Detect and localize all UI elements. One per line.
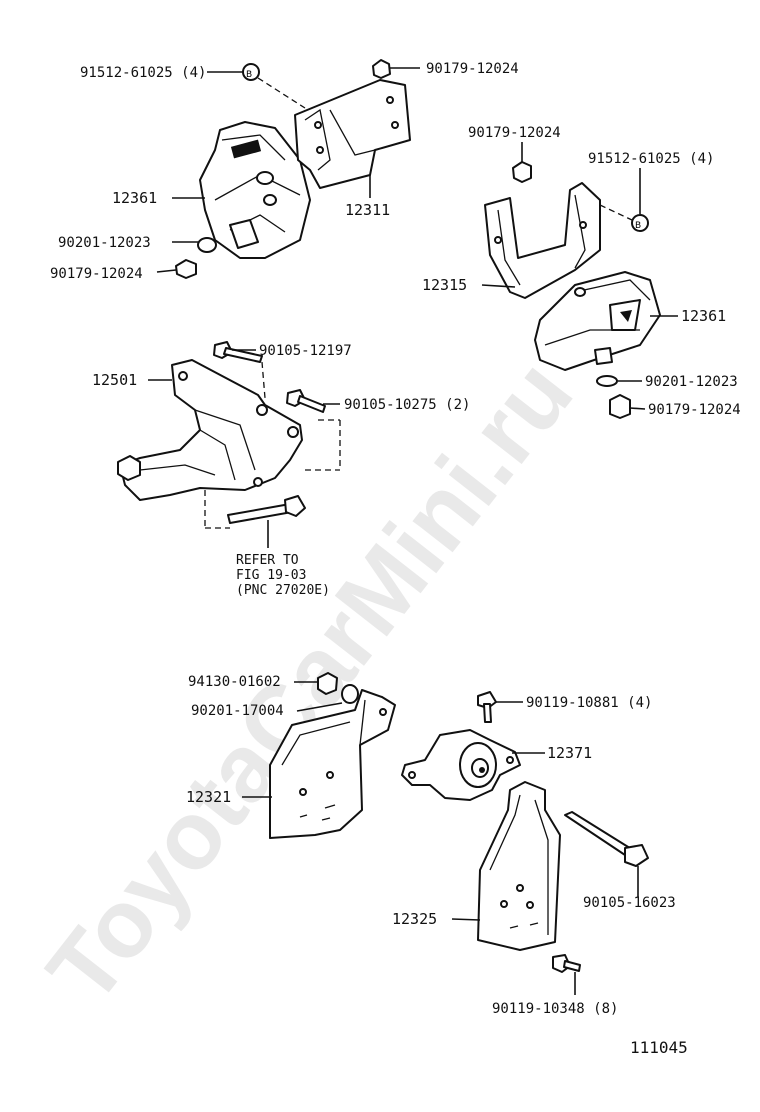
engine-mount-bracket-12311 <box>294 79 411 189</box>
callout-91512-61025-right: 91512-61025 (4) <box>588 151 714 167</box>
engine-mount-bracket-12315 <box>484 182 601 299</box>
washer-b-mark: B <box>635 221 641 231</box>
callout-94130-01602: 94130-01602 <box>188 674 281 690</box>
engine-mount-insulator-right <box>534 271 661 371</box>
nut-icon <box>609 394 631 419</box>
reference-note-line2: FIG 19-03 <box>236 568 306 583</box>
callout-90201-17004: 90201-17004 <box>191 703 284 719</box>
callout-90179-12024-right-bottom: 90179-12024 <box>648 402 741 418</box>
callout-12361-right: 12361 <box>681 307 726 325</box>
nut-icon <box>175 259 197 279</box>
callout-90179-12024-right-top: 90179-12024 <box>468 125 561 141</box>
callout-90201-12023-right: 90201-12023 <box>645 374 738 390</box>
engine-mount-bracket-12325 <box>477 781 561 951</box>
engine-mount-insulator-left <box>199 121 311 259</box>
callout-12361-left: 12361 <box>112 189 157 207</box>
bolt-icon <box>213 341 263 363</box>
callout-12321: 12321 <box>186 788 231 806</box>
washer-icon <box>596 375 618 387</box>
washer-icon <box>197 237 217 253</box>
nut-icon <box>372 59 391 79</box>
bolt-icon <box>477 691 497 723</box>
reference-note-line3: (PNC 27020E) <box>236 583 330 598</box>
callout-90119-10348: 90119-10348 (8) <box>492 1001 618 1017</box>
washer-b-mark: B <box>246 70 252 80</box>
nut-icon <box>317 672 338 695</box>
callout-90201-12023-left: 90201-12023 <box>58 235 151 251</box>
callout-12501: 12501 <box>92 371 137 389</box>
callout-90105-10275: 90105-10275 (2) <box>344 397 470 413</box>
callout-12311: 12311 <box>345 201 390 219</box>
callout-12325: 12325 <box>392 910 437 928</box>
callout-90179-12024-left: 90179-12024 <box>50 266 143 282</box>
figure-number: 111045 <box>630 1038 688 1057</box>
callout-12371: 12371 <box>547 744 592 762</box>
nut-icon <box>512 161 532 183</box>
engine-mount-bracket-12321 <box>269 689 396 839</box>
callout-90105-12197: 90105-12197 <box>259 343 352 359</box>
callout-90179-12024-top: 90179-12024 <box>426 61 519 77</box>
callout-91512-61025-top-left: 91512-61025 (4) <box>80 65 206 81</box>
engine-mounting-bracket-12501 <box>117 359 303 501</box>
long-bolt-icon <box>227 495 306 524</box>
bolt-icon <box>552 954 581 973</box>
long-bolt-icon <box>564 811 649 867</box>
callout-12315: 12315 <box>422 276 467 294</box>
bolt-icon <box>286 389 326 413</box>
washer-icon <box>341 684 359 704</box>
reference-note-line1: REFER TO <box>236 553 299 568</box>
callout-90119-10881: 90119-10881 (4) <box>526 695 652 711</box>
washer-icon <box>631 214 649 232</box>
callout-90105-16023: 90105-16023 <box>583 895 676 911</box>
engine-mount-insulator-12371 <box>401 729 521 801</box>
